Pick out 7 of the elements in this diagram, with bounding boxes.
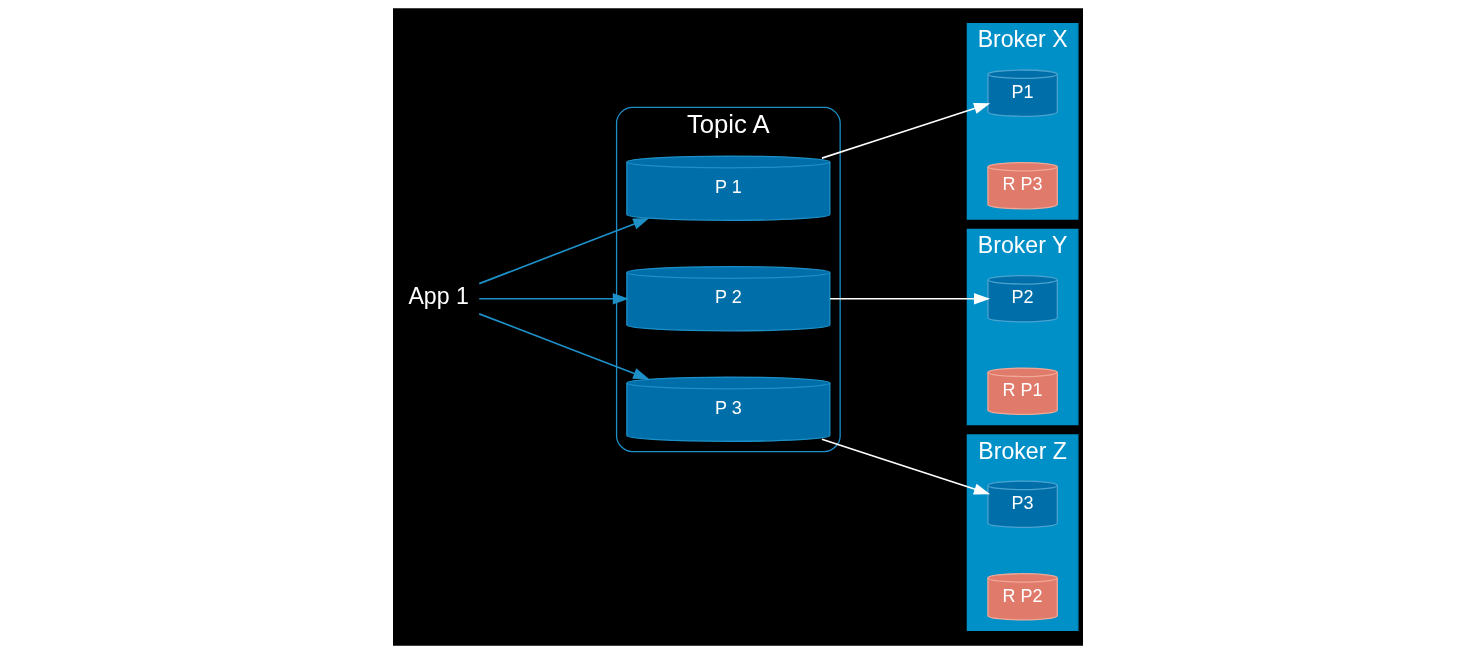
arrow xyxy=(828,293,990,305)
arrow xyxy=(820,102,990,159)
arrow xyxy=(477,218,649,285)
arrow xyxy=(477,293,629,305)
node-text: App 1 xyxy=(407,283,469,310)
arrow xyxy=(477,313,649,380)
arrow xyxy=(820,438,990,495)
